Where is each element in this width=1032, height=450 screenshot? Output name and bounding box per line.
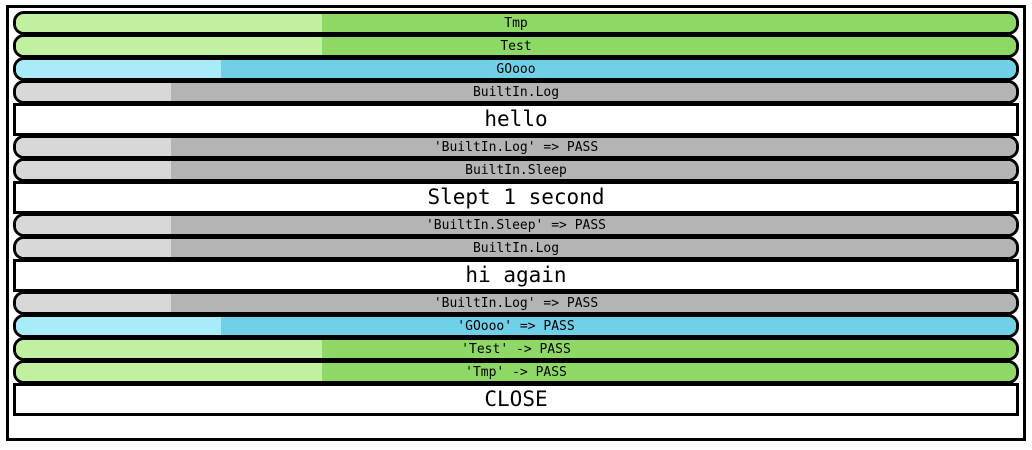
bar-fill-light (16, 60, 221, 78)
row-label: 'Tmp' -> PASS (465, 364, 567, 380)
row-label: 'BuiltIn.Log' => PASS (433, 139, 599, 155)
trace-bar-row[interactable]: BuiltIn.Log (13, 236, 1019, 260)
bar-fill-dark (16, 239, 1016, 257)
bar-fill-dark (16, 60, 1016, 78)
trace-message-row[interactable]: hi again (13, 259, 1019, 292)
bar-fill-light (16, 294, 171, 312)
bar-fill-dark (16, 161, 1016, 179)
trace-bar-row[interactable]: Test (13, 34, 1019, 58)
trace-bar-row[interactable]: 'BuiltIn.Log' => PASS (13, 135, 1019, 159)
trace-bar-row[interactable]: GOooo (13, 57, 1019, 81)
trace-bar-row[interactable]: 'GOooo' => PASS (13, 314, 1019, 338)
trace-message-row[interactable]: hello (13, 103, 1019, 136)
trace-message-row[interactable]: CLOSE (13, 383, 1019, 416)
bar-fill-light (16, 138, 171, 156)
bar-fill-light (16, 340, 322, 358)
bar-fill-light (16, 239, 171, 257)
bar-fill-light (16, 363, 322, 381)
row-label: BuiltIn.Log (472, 240, 560, 256)
bar-fill-dark (16, 317, 1016, 335)
row-label: BuiltIn.Log (472, 84, 560, 100)
bar-fill-light (16, 317, 221, 335)
row-label: 'Test' -> PASS (461, 341, 571, 357)
trace-bar-row[interactable]: 'BuiltIn.Log' => PASS (13, 291, 1019, 315)
row-label: GOooo (496, 61, 536, 77)
trace-bar-row[interactable]: Tmp (13, 11, 1019, 35)
row-label: Slept 1 second (427, 185, 605, 209)
bar-fill-dark (16, 138, 1016, 156)
row-label: 'BuiltIn.Sleep' => PASS (425, 217, 606, 233)
bar-fill-dark (16, 294, 1016, 312)
row-label: 'BuiltIn.Log' => PASS (433, 295, 599, 311)
row-label: Test (500, 38, 532, 54)
trace-bar-row[interactable]: BuiltIn.Log (13, 80, 1019, 104)
trace-bar-row[interactable]: BuiltIn.Sleep (13, 158, 1019, 182)
row-label: BuiltIn.Sleep (465, 162, 567, 178)
bar-fill-light (16, 14, 322, 32)
bar-fill-dark (16, 216, 1016, 234)
row-label: Tmp (504, 15, 528, 31)
bar-fill-light (16, 161, 171, 179)
bar-fill-light (16, 83, 171, 101)
bar-fill-dark (16, 83, 1016, 101)
row-label: hi again (465, 263, 567, 287)
row-label: hello (484, 107, 548, 131)
trace-message-row[interactable]: Slept 1 second (13, 181, 1019, 214)
bar-fill-light (16, 216, 171, 234)
trace-bar-row[interactable]: 'Test' -> PASS (13, 337, 1019, 361)
row-label: 'GOooo' => PASS (457, 318, 575, 334)
row-label: CLOSE (484, 387, 548, 411)
trace-bar-row[interactable]: 'BuiltIn.Sleep' => PASS (13, 213, 1019, 237)
trace-bar-row[interactable]: 'Tmp' -> PASS (13, 360, 1019, 384)
bar-fill-light (16, 37, 322, 55)
